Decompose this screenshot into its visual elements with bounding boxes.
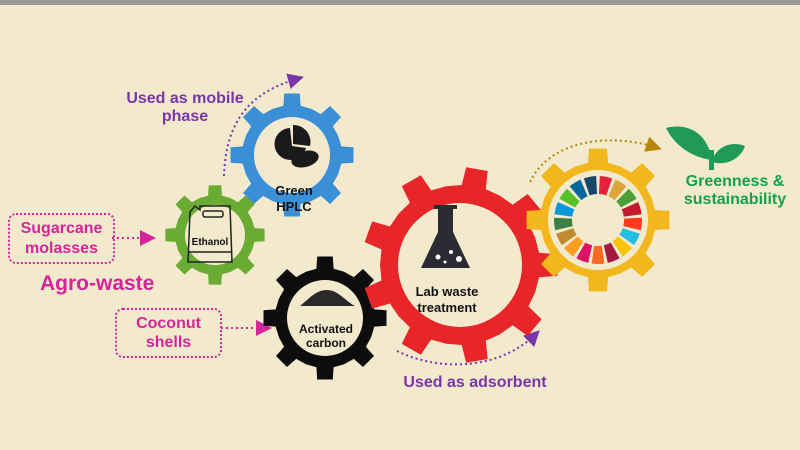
sdg-segment xyxy=(619,228,640,246)
sdg-wheel-icon xyxy=(554,176,642,264)
ethanol-label: Ethanol xyxy=(191,237,229,248)
gear-ethanol-center xyxy=(185,205,245,265)
sdg-segment xyxy=(612,236,632,257)
sdg-segment xyxy=(623,217,642,231)
sdg-segment xyxy=(556,228,577,246)
sdg-segment xyxy=(599,176,613,196)
sdg-segment xyxy=(576,242,593,263)
sdg-segment xyxy=(616,188,637,208)
arrow-greenness xyxy=(529,136,662,183)
mobile-phase-label: Used as mobile phase xyxy=(126,90,244,126)
activated-carbon-label: Activated carbon xyxy=(298,322,354,351)
adsorbent-label: Used as adsorbent xyxy=(403,374,547,391)
lab-waste-treatment-label: Lab waste treatment xyxy=(415,284,479,315)
activated-carbon-pile-icon xyxy=(300,290,355,306)
sprout-leaf-icon xyxy=(666,126,745,170)
top-bar xyxy=(0,0,800,5)
agro-waste-title: Agro-waste xyxy=(40,272,155,295)
greenness-sustainability-label: Greenness & sustainability xyxy=(683,173,787,209)
sdg-segment xyxy=(564,236,584,257)
sdg-segment xyxy=(554,202,575,217)
sdg-segment xyxy=(621,202,642,217)
coconut-shells-box: Coconut shells xyxy=(115,308,222,358)
sdg-segment xyxy=(583,176,597,196)
pills-icon xyxy=(274,124,319,168)
sdg-segment xyxy=(591,245,605,264)
green-hplc-label: Green HPLC xyxy=(275,183,313,214)
sdg-segment xyxy=(608,179,627,201)
sugarcane-molasses-box: Sugarcane molasses xyxy=(8,213,115,264)
arrow-adsorbent xyxy=(396,330,540,366)
ethanol-jerrycan-icon xyxy=(187,204,233,263)
flask-icon xyxy=(421,205,470,268)
sdg-segment xyxy=(554,217,573,231)
sdg-segment xyxy=(559,188,580,208)
sdg-segment xyxy=(603,242,620,263)
sdg-segment xyxy=(569,179,588,201)
